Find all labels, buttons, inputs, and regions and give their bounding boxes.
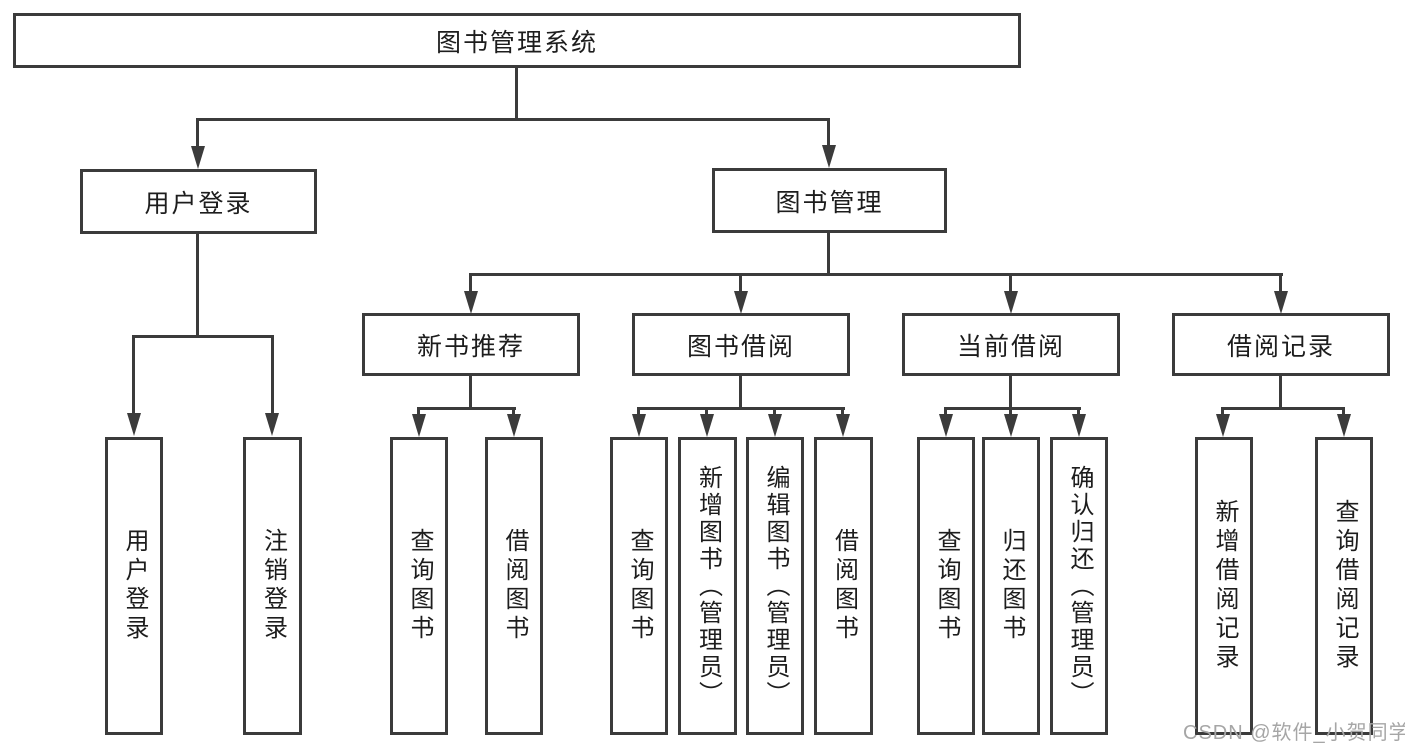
connector-new-book-stem — [469, 376, 472, 407]
connector-book-mgmt-stem — [827, 233, 830, 273]
csdn-watermark: CSDN @软件_小贺同学 — [1183, 722, 1405, 744]
connector-shaft — [637, 407, 640, 417]
connector-to-new-book-shaft — [469, 273, 472, 295]
leaf-user-login-label: 用户登录 — [121, 528, 148, 644]
connector-book-mgmt-branch — [469, 273, 1283, 276]
leaf-query-book-2-label: 查询图书 — [626, 528, 653, 644]
node-current-borrow: 当前借阅 — [902, 313, 1120, 376]
arrowhead-borrow-record — [1274, 291, 1288, 314]
leaf-confirm-return-admin: 确认归还（管理员） — [1050, 437, 1108, 735]
connector-borrow-record-stem — [1279, 376, 1282, 407]
connector-root-to-user-login-shaft — [196, 118, 199, 150]
connector-shaft — [1077, 407, 1080, 417]
node-borrow-record-label: 借阅记录 — [1226, 332, 1335, 361]
leaf-return-book-label: 归还图书 — [998, 528, 1025, 644]
node-user-login: 用户登录 — [80, 169, 317, 234]
node-new-book-label: 新书推荐 — [416, 332, 525, 361]
node-book-borrow-label: 图书借阅 — [686, 332, 795, 361]
connector-shaft — [512, 407, 515, 417]
connector-shaft — [944, 407, 947, 417]
connector-shaft — [705, 407, 708, 417]
node-root: 图书管理系统 — [13, 13, 1021, 68]
arrowhead-add-borrow-record — [1216, 414, 1230, 437]
node-user-login-label: 用户登录 — [144, 189, 253, 218]
leaf-borrow-book-1: 借阅图书 — [485, 437, 543, 735]
leaf-edit-book-admin-label: 编辑图书（管理员） — [762, 464, 789, 708]
leaf-logout: 注销登录 — [243, 437, 302, 735]
arrowhead-borrow-book-2 — [836, 414, 850, 437]
leaf-query-book-1: 查询图书 — [390, 437, 448, 735]
arrowhead-book-borrow — [734, 291, 748, 314]
arrowhead-login-leaf — [127, 413, 141, 436]
leaf-borrow-book-2: 借阅图书 — [814, 437, 873, 735]
leaf-add-borrow-record-label: 新增借阅记录 — [1211, 499, 1238, 673]
connector-new-book-branch — [417, 407, 516, 410]
arrowhead-query-book-1 — [412, 414, 426, 437]
node-current-borrow-label: 当前借阅 — [956, 332, 1065, 361]
arrowhead-add-book — [700, 414, 714, 437]
node-borrow-record: 借阅记录 — [1172, 313, 1390, 376]
arrowhead-book-mgmt — [822, 145, 836, 168]
leaf-add-borrow-record: 新增借阅记录 — [1195, 437, 1253, 735]
arrowhead-edit-book — [768, 414, 782, 437]
connector-current-borrow-stem — [1009, 376, 1012, 407]
connector-shaft — [773, 407, 776, 417]
connector-borrow-record-branch — [1221, 407, 1345, 410]
node-book-mgmt-label: 图书管理 — [775, 188, 884, 217]
connector-shaft — [1221, 407, 1224, 417]
connector-current-borrow-branch — [944, 407, 1081, 410]
leaf-borrow-book-1-label: 借阅图书 — [501, 528, 528, 644]
connector-user-login-leaf2-shaft — [271, 335, 274, 415]
connector-to-borrow-record-shaft — [1279, 273, 1282, 295]
leaf-edit-book-admin: 编辑图书（管理员） — [746, 437, 804, 735]
leaf-user-login: 用户登录 — [105, 437, 163, 735]
node-root-label: 图书管理系统 — [435, 28, 598, 57]
arrowhead-return-book — [1004, 414, 1018, 437]
arrowhead-query-book-2 — [632, 414, 646, 437]
leaf-borrow-book-2-label: 借阅图书 — [830, 528, 858, 644]
leaf-confirm-return-admin-label: 确认归还（管理员） — [1066, 464, 1093, 708]
connector-shaft — [841, 407, 844, 417]
connector-shaft — [417, 407, 420, 417]
leaf-add-book-admin-label: 新增图书（管理员） — [694, 464, 722, 708]
arrowhead-logout-leaf — [265, 413, 279, 436]
leaf-query-book-1-label: 查询图书 — [406, 528, 433, 644]
connector-user-login-branch — [133, 335, 274, 338]
node-new-book: 新书推荐 — [362, 313, 580, 376]
arrowhead-confirm-return — [1072, 414, 1086, 437]
leaf-query-book-3: 查询图书 — [917, 437, 975, 735]
connector-user-login-stem — [196, 234, 199, 335]
arrowhead-query-borrow-record — [1337, 414, 1351, 437]
leaf-query-book-3-label: 查询图书 — [933, 528, 960, 644]
leaf-query-borrow-record: 查询借阅记录 — [1315, 437, 1373, 735]
connector-book-borrow-branch — [637, 407, 845, 410]
arrowhead-borrow-book-1 — [507, 414, 521, 437]
connector-shaft — [1009, 407, 1012, 417]
arrowhead-user-login — [191, 146, 205, 169]
leaf-query-book-2: 查询图书 — [610, 437, 668, 735]
connector-user-login-leaf1-shaft — [132, 335, 135, 415]
connector-to-book-borrow-shaft — [739, 273, 742, 295]
leaf-logout-label: 注销登录 — [259, 528, 287, 644]
connector-to-current-borrow-shaft — [1009, 273, 1012, 295]
connector-book-borrow-stem — [739, 376, 742, 407]
connector-root-branch — [196, 118, 830, 121]
arrowhead-current-borrow — [1004, 291, 1018, 314]
node-book-mgmt: 图书管理 — [712, 168, 947, 233]
leaf-query-borrow-record-label: 查询借阅记录 — [1331, 499, 1358, 673]
arrowhead-query-book-3 — [939, 414, 953, 437]
connector-root-stem — [515, 68, 518, 118]
leaf-return-book: 归还图书 — [982, 437, 1040, 735]
node-book-borrow: 图书借阅 — [632, 313, 850, 376]
connector-shaft — [1342, 407, 1345, 417]
connector-root-to-book-mgmt-shaft — [827, 118, 830, 149]
leaf-add-book-admin: 新增图书（管理员） — [678, 437, 737, 735]
arrowhead-new-book — [464, 291, 478, 314]
